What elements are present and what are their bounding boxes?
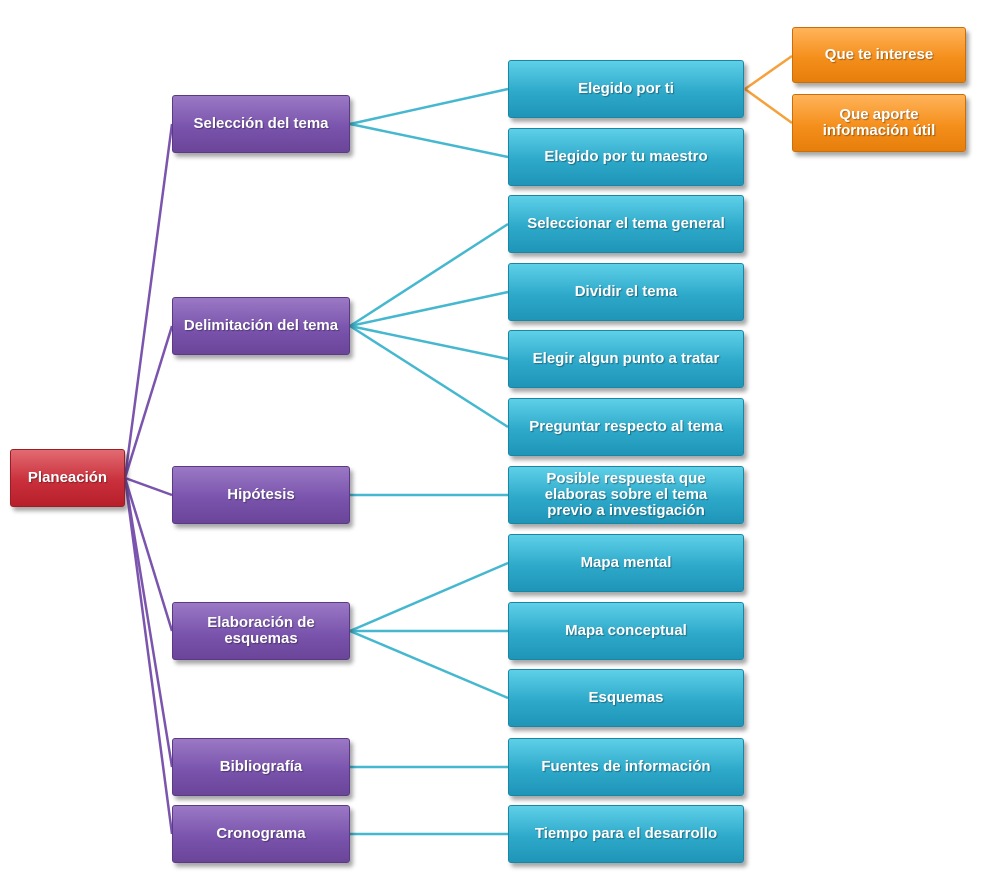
- root-node-planeacion: Planeación: [10, 449, 125, 507]
- subdetail-que-aporte-informacion-util: Que aporte información útil: [792, 94, 966, 152]
- category-elaboracion-de-esquemas: Elaboración de esquemas: [172, 602, 350, 660]
- detail-seleccionar-tema-general: Seleccionar el tema general: [508, 195, 744, 253]
- category-bibliografia: Bibliografía: [172, 738, 350, 796]
- detail-tiempo-para-el-desarrollo: Tiempo para el desarrollo: [508, 805, 744, 863]
- detail-elegir-algun-punto: Elegir algun punto a tratar: [508, 330, 744, 388]
- connector-delim-punto: [349, 324, 509, 361]
- category-hipotesis: Hipótesis: [172, 466, 350, 524]
- detail-preguntar-respecto-al-tema: Preguntar respecto al tema: [508, 398, 744, 456]
- connector-root-esquemas: [123, 477, 174, 632]
- connector-delim-preguntar: [349, 324, 509, 429]
- connector-delim-general: [349, 222, 509, 328]
- connector-esq-mental: [349, 561, 509, 633]
- root-connectors: [123, 123, 174, 835]
- detail-elegido-por-ti: Elegido por ti: [508, 60, 744, 118]
- subdetail-que-te-interese: Que te interese: [792, 27, 966, 83]
- category-delimitacion-del-tema: Delimitación del tema: [172, 297, 350, 355]
- detail-esquemas: Esquemas: [508, 669, 744, 727]
- detail-mapa-mental: Mapa mental: [508, 534, 744, 592]
- connector-seleccion-maestro: [349, 122, 509, 159]
- connector-esq-esquemas: [349, 629, 509, 700]
- connector-root-cronograma: [123, 477, 174, 835]
- detail-dividir-el-tema: Dividir el tema: [508, 263, 744, 321]
- connector-root-delimitacion: [123, 325, 174, 479]
- detail-posible-respuesta: Posible respuesta que elaboras sobre el …: [508, 466, 744, 524]
- subdetail-connectors: [744, 54, 793, 125]
- connector-ti-aporte: [744, 87, 793, 125]
- connector-root-seleccion: [123, 123, 174, 479]
- connector-root-hipotesis: [124, 476, 173, 497]
- category-cronograma: Cronograma: [172, 805, 350, 863]
- connector-delim-dividir: [349, 290, 509, 328]
- detail-elegido-por-tu-maestro: Elegido por tu maestro: [508, 128, 744, 186]
- detail-fuentes-de-informacion: Fuentes de información: [508, 738, 744, 796]
- connector-ti-interese: [744, 54, 793, 91]
- detail-mapa-conceptual: Mapa conceptual: [508, 602, 744, 660]
- category-seleccion-del-tema: Selección del tema: [172, 95, 350, 153]
- connector-seleccion-ti: [349, 87, 509, 126]
- connector-root-bibliografia: [123, 477, 174, 768]
- detail-connectors: [349, 87, 509, 836]
